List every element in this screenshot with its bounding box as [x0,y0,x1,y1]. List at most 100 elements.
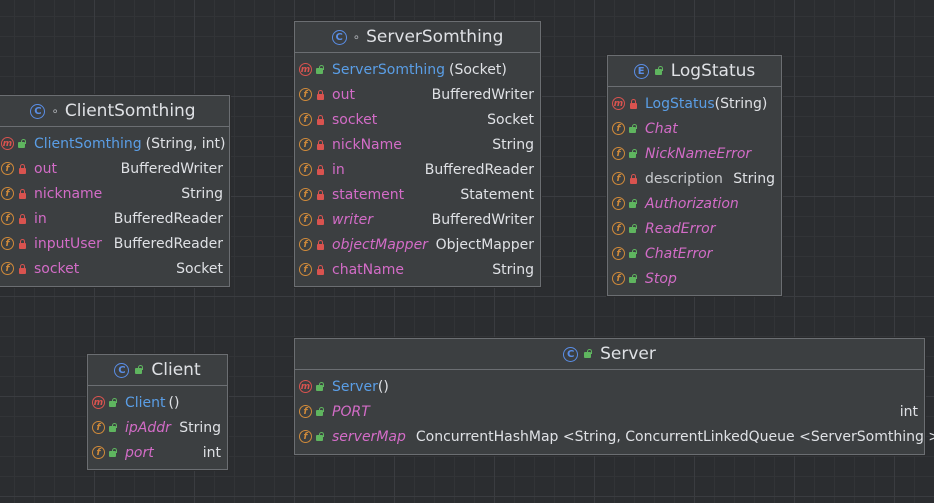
constructor-row[interactable]: m Client () [88,390,227,415]
member-params: (String) [714,95,768,112]
private-lock-icon [18,213,28,224]
field-row[interactable]: f nickName String [295,132,540,157]
member-name: Stop [645,270,677,287]
member-name: chatName [332,261,404,278]
member-type: BufferedWriter [120,160,223,177]
enum-header: E LogStatus [608,56,781,87]
visibility-dot-icon: ∘ [352,30,361,44]
member-name: Authorization [645,195,739,212]
field-icon: f [612,197,625,210]
member-name: Client [125,394,166,411]
field-row[interactable]: f statement Statement [295,182,540,207]
private-lock-icon [629,98,639,109]
field-row[interactable]: f ipAddr String [88,415,227,440]
class-title: ClientSomthing [64,101,196,121]
member-params: (Socket) [449,61,507,78]
field-row[interactable]: f socket Socket [295,107,540,132]
field-icon: f [612,122,625,135]
member-type: ObjectMapper [435,236,534,253]
member-name: objectMapper [332,236,428,253]
constructor-row[interactable]: m ServerSomthing (Socket) [295,57,540,82]
field-icon: f [299,88,312,101]
field-icon: f [612,172,625,185]
enum-constant-row[interactable]: f Stop [608,266,781,291]
public-lock-icon [109,397,119,408]
member-name: out [332,86,355,103]
private-lock-icon [316,239,326,250]
field-row[interactable]: f in BufferedReader [0,206,229,231]
class-box-server[interactable]: C Server m Server () f PORT int f server… [294,338,934,455]
constructor-row[interactable]: m Server () [295,374,924,399]
field-icon: f [299,213,312,226]
private-lock-icon [18,163,28,174]
field-icon: f [299,188,312,201]
field-row[interactable]: f nickname String [0,181,229,206]
member-name: ClientSomthing [34,135,142,152]
enum-constant-row[interactable]: f ReadError [608,216,781,241]
class-box-client[interactable]: C Client m Client () f ipAddr String f p… [87,354,228,470]
field-row[interactable]: f inputUser BufferedReader [0,231,229,256]
constructor-row[interactable]: m ClientSomthing (String, int) [0,131,229,156]
field-icon: f [92,421,105,434]
member-name: socket [332,111,378,128]
member-name: inputUser [34,235,102,252]
constructor-row[interactable]: m LogStatus (String) [608,91,781,116]
field-row[interactable]: f serverMap ConcurrentHashMap <String, C… [295,424,934,449]
field-row[interactable]: f out BufferedWriter [0,156,229,181]
member-type: BufferedReader [113,235,223,252]
member-type: String [492,261,534,278]
field-row[interactable]: f socket Socket [0,256,229,281]
public-lock-icon [584,349,594,359]
enum-constant-row[interactable]: f Authorization [608,191,781,216]
class-header: C Client [88,355,227,386]
member-name: LogStatus [645,95,715,112]
enum-constant-row[interactable]: f NickNameError [608,141,781,166]
enum-box-logstatus[interactable]: E LogStatus m LogStatus (String) f Chat … [607,55,782,296]
field-row[interactable]: f objectMapper ObjectMapper [295,232,540,257]
member-name: port [125,444,154,461]
field-row[interactable]: f PORT int [295,399,924,424]
enum-title: LogStatus [670,61,756,81]
member-type: ConcurrentHashMap <String, ConcurrentLin… [415,428,934,445]
private-lock-icon [18,263,28,274]
class-box-serversomthing[interactable]: C ∘ ServerSomthing m ServerSomthing (Soc… [294,21,541,287]
enum-icon: E [633,63,649,79]
field-row[interactable]: f out BufferedWriter [295,82,540,107]
member-name: PORT [332,403,370,420]
class-title: ServerSomthing [366,27,504,47]
enum-constant-row[interactable]: f ChatError [608,241,781,266]
member-name: statement [332,186,405,203]
field-row[interactable]: f in BufferedReader [295,157,540,182]
member-name: socket [34,260,80,277]
member-name: ipAddr [125,419,171,436]
member-params: () [377,378,389,395]
class-title: Client [151,360,201,380]
class-icon: C [331,29,347,45]
field-icon: f [1,237,14,250]
field-icon: f [299,263,312,276]
field-row[interactable]: f port int [88,440,227,465]
class-box-clientsomthing[interactable]: C ∘ ClientSomthing m ClientSomthing (Str… [0,95,230,287]
field-icon: f [1,262,14,275]
enum-constant-row[interactable]: f Chat [608,116,781,141]
member-type: String [179,419,221,436]
public-lock-icon [629,223,639,234]
public-lock-icon [316,406,326,417]
member-name: ServerSomthing [332,61,446,78]
member-type: Socket [176,260,223,277]
member-type: String [733,170,775,187]
member-name: ReadError [645,220,716,237]
field-row[interactable]: f description String [608,166,781,191]
method-icon: m [92,396,105,409]
class-icon: C [114,362,130,378]
field-icon: f [1,212,14,225]
field-icon: f [92,446,105,459]
member-type: Socket [487,111,534,128]
field-icon: f [299,430,312,443]
member-type: int [899,403,918,420]
field-row[interactable]: f chatName String [295,257,540,282]
public-lock-icon [654,66,665,76]
field-icon: f [612,247,625,260]
member-name: serverMap [332,428,406,445]
field-row[interactable]: f writer BufferedWriter [295,207,540,232]
